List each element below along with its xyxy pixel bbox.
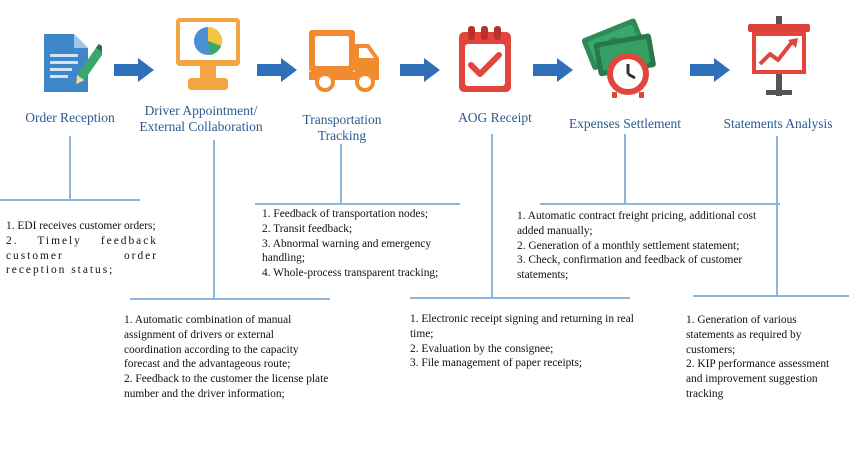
details-transportation-tracking: 1. Feedback of transportation nodes; 2. …: [262, 207, 474, 281]
flow-arrow-5: [690, 58, 730, 82]
connector-line: [540, 203, 780, 205]
connector-line: [776, 136, 778, 296]
flow-arrow-1: [114, 58, 154, 82]
connector-line: [340, 144, 342, 204]
detail-item: 1. Feedback of transportation nodes;: [262, 208, 429, 220]
flow-arrow-2: [257, 58, 297, 82]
detail-item: 1. Generation of various statements as r…: [686, 314, 802, 356]
detail-item: 2. Generation of a monthly settlement st…: [517, 239, 740, 252]
connector-line: [491, 134, 493, 298]
connector-line: [255, 203, 460, 205]
detail-item: 3. File management of paper receipts;: [410, 357, 583, 370]
flow-arrow-3: [400, 58, 440, 82]
document-pen-icon: [44, 34, 102, 92]
stage-label-line: Tracking: [317, 127, 367, 143]
stage-label-order-reception: Order Reception: [25, 110, 115, 125]
flow-arrow-4: [533, 58, 573, 82]
details-expenses-settlement: 1. Automatic contract freight pricing, a…: [517, 209, 783, 283]
stage-label-statements-analysis: Statements Analysis: [723, 116, 833, 131]
detail-item: 1. Electronic receipt signing and return…: [410, 313, 634, 340]
calendar-check-icon: [459, 26, 511, 92]
details-driver-appointment: 1. Automatic combination of manual assig…: [124, 313, 332, 402]
stage-label-line: Driver Appointment/: [144, 103, 258, 118]
detail-item: 1. EDI receives customer orders;: [6, 220, 156, 232]
connector-line: [0, 199, 140, 201]
detail-item: 2. Transit feedback;: [262, 222, 353, 235]
monitor-pie-chart-icon: [176, 18, 240, 90]
stage-label-line: Transportation: [302, 112, 382, 127]
detail-item: 1. Automatic contract freight pricing, a…: [517, 210, 757, 237]
connector-line: [624, 134, 626, 204]
connector-line: [693, 295, 849, 297]
connector-line: [69, 136, 71, 200]
connector-line: [130, 298, 330, 300]
detail-item: 2. Evaluation by the consignee;: [410, 342, 554, 355]
stage-label-line: External Collaboration: [139, 118, 263, 134]
detail-item: 3. Check, confirmation and feedback of c…: [517, 254, 743, 282]
detail-item: 3. Abnormal warning and emergency handli…: [262, 237, 432, 265]
detail-item: 2. Feedback to the customer the license …: [124, 373, 329, 401]
detail-item: 4. Whole-process transparent tracking;: [262, 267, 439, 280]
connector-line: [213, 140, 215, 300]
money-clock-icon: [582, 18, 656, 98]
stage-label-expenses-settlement: Expenses Settlement: [568, 116, 682, 131]
truck-icon: [309, 30, 379, 92]
presentation-chart-icon: [748, 16, 810, 96]
connector-line: [410, 297, 630, 299]
details-aog-receipt: 1. Electronic receipt signing and return…: [410, 312, 636, 371]
detail-item: 1. Automatic combination of manual assig…: [124, 314, 299, 371]
stage-label-driver-appointment: Driver Appointment/ External Collaborati…: [126, 103, 276, 134]
stage-label-transportation-tracking: Transportation Tracking: [282, 112, 402, 143]
details-order-reception: 1. EDI receives customer orders; 2. Time…: [6, 219, 158, 278]
stage-label-aog-receipt: AOG Receipt: [458, 110, 532, 125]
details-statements-analysis: 1. Generation of various statements as r…: [686, 313, 840, 402]
detail-item: 2. KIP performance assessment and improv…: [686, 358, 830, 401]
detail-item: 2. Timely feedback customer order recept…: [6, 234, 158, 277]
